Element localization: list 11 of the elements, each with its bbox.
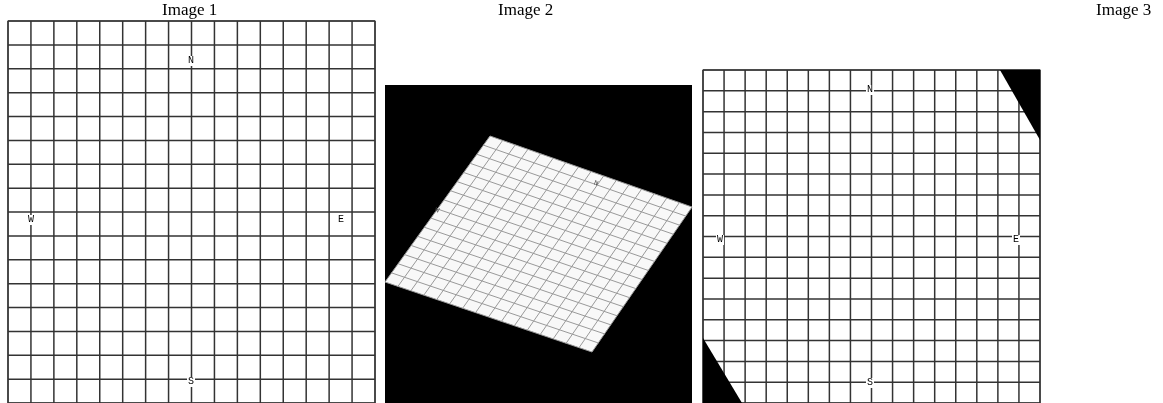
compass-letter: N [187,56,195,66]
compass-letter: W [716,235,724,245]
image-title: Image 1 [162,0,218,20]
compass-letter: E [1012,235,1020,245]
compass-letter: S [866,378,874,388]
compass-letter: E [337,215,345,225]
compass-letter: S [187,377,195,387]
image-title: Image 3 [1096,0,1152,20]
compass-letter: N [866,85,874,95]
image-title: Image 2 [498,0,554,20]
compass-letter: W [27,215,35,225]
